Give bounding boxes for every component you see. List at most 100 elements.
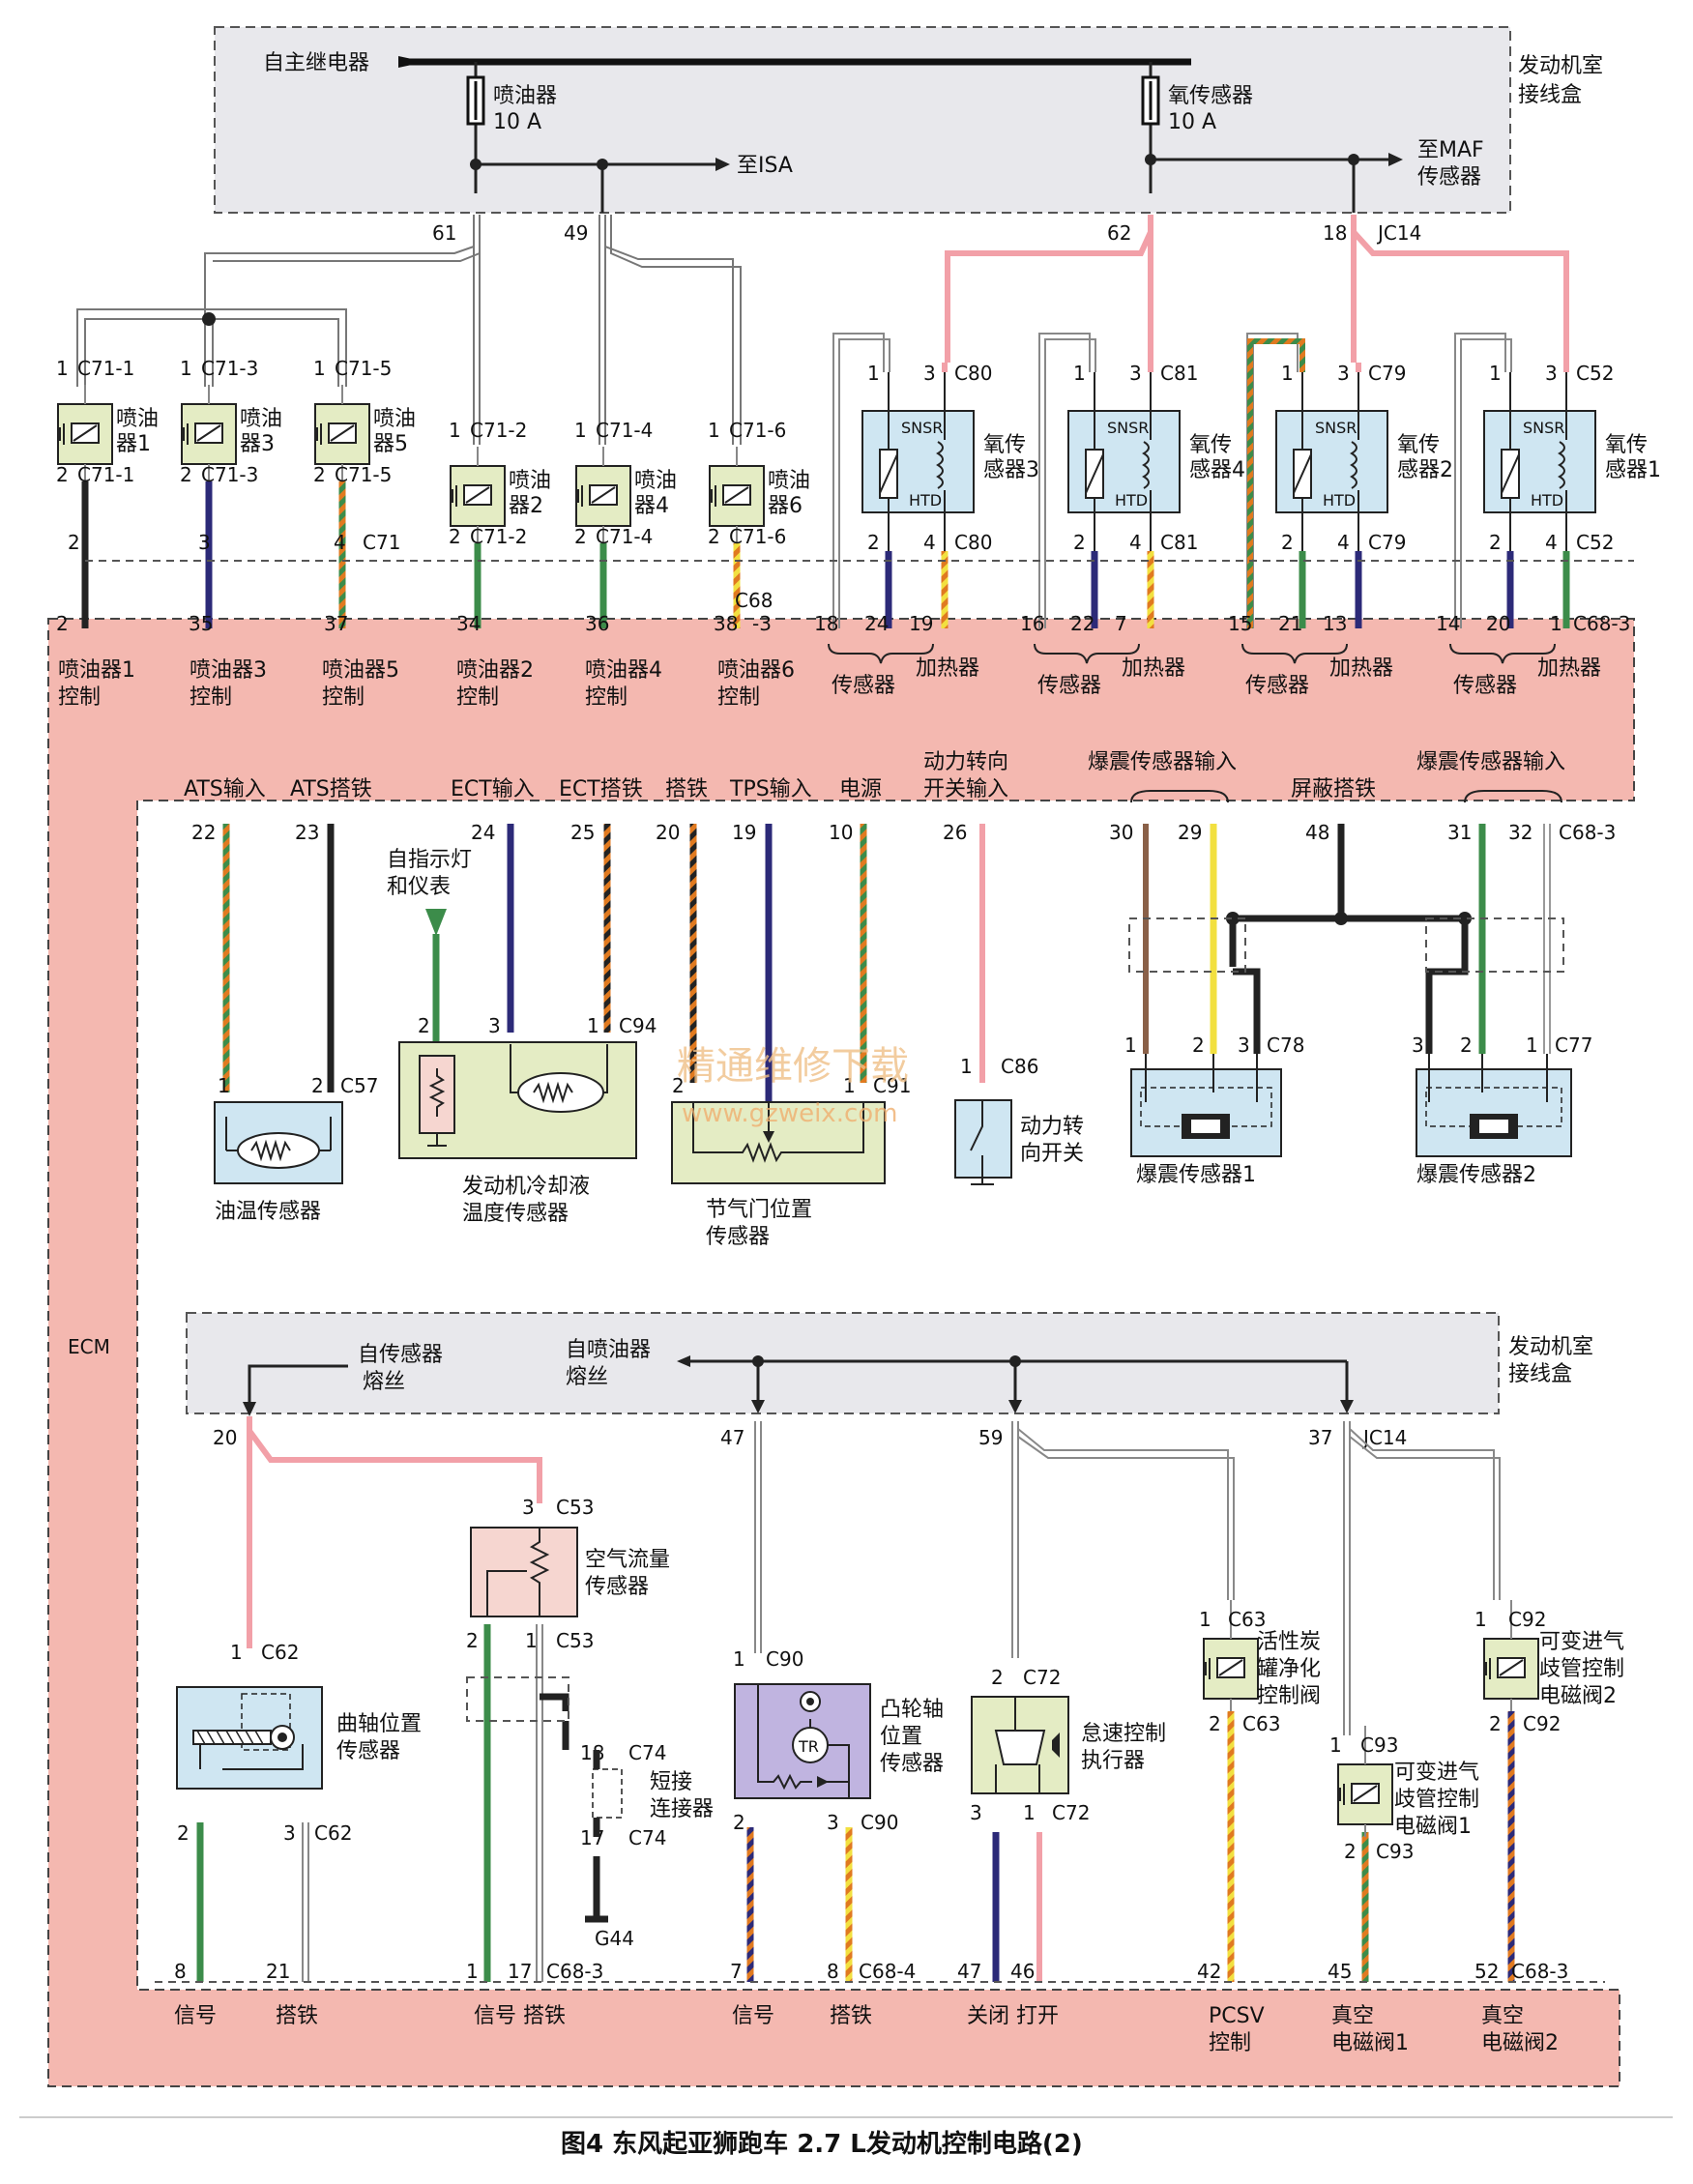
pcsv-pin-1: 1 (1199, 1608, 1211, 1631)
ecm-label-sensor: 传感器 (832, 674, 895, 698)
short-name-2: 连接器 (650, 1797, 714, 1821)
ect-pin-1: 1 (587, 1014, 599, 1037)
lbl-signal-gnd: 信号 搭铁 (474, 2004, 566, 2028)
inj-pin-2: 2 (313, 463, 326, 486)
o2-name-1: 氧传 (1397, 433, 1440, 457)
ecm-pin: 21 (266, 1960, 290, 1983)
vis1-pin-2: 2 (1344, 1840, 1357, 1863)
maf-name-2: 传感器 (585, 1575, 649, 1599)
ecm-pin: 22 (191, 821, 216, 844)
main-relay-label: 自主继电器 (263, 51, 369, 75)
figure-caption: 图4 东风起亚狮跑车 2.7 L发动机控制电路(2) (561, 2129, 1083, 2159)
ecm-label-ctl: 控制 (58, 685, 101, 710)
injector-feed-wires (76, 215, 742, 445)
maf-pin-3: 3 (522, 1496, 535, 1519)
maf-pin-1: 1 (525, 1629, 538, 1652)
ecm-pin: 48 (1305, 821, 1329, 844)
ecm-pin: 31 (1447, 821, 1472, 844)
inj-name-1: 喷油 (509, 469, 551, 493)
ecm-label-inj: 喷油器3 (190, 658, 267, 683)
to-isa-label: 至ISA (737, 154, 793, 178)
inj-conn-1: C71-1 (77, 357, 134, 380)
ecm-pin: 18 (814, 612, 838, 635)
inj-conn-1: C71-3 (201, 357, 258, 380)
o2-pin-4: 4 (923, 531, 936, 554)
tps-pin-1: 1 (843, 1074, 856, 1097)
ground-g44: G44 (595, 1927, 634, 1950)
o2-htd-label: HTD (1531, 491, 1563, 510)
vis2-solenoid (1483, 1600, 1539, 1711)
pin-61: 61 (432, 221, 456, 245)
top-box-title-1: 发动机室 (1518, 54, 1603, 78)
hdr-tps-in: TPS输入 (729, 777, 812, 801)
oil-pin-2: 2 (311, 1074, 324, 1097)
ecm-label-sensor: 传感器 (1453, 674, 1517, 698)
cmp-pin-2: 2 (733, 1811, 745, 1834)
o2-snsr-label: SNSR (1315, 419, 1357, 437)
ect-name-1: 发动机冷却液 (462, 1175, 590, 1199)
ecm-pin: 19 (732, 821, 756, 844)
o2-pin-4: 4 (1545, 531, 1558, 554)
vis2-name-1: 可变进气 (1539, 1630, 1624, 1654)
vis2-pin-1: 1 (1474, 1608, 1487, 1631)
fuse1-rating: 10 A (493, 110, 541, 134)
pcsv-conn-2: C63 (1242, 1712, 1280, 1735)
vis2-conn-2: C92 (1523, 1712, 1561, 1735)
o2-htd-label: HTD (909, 491, 942, 510)
bpin-20: 20 (213, 1426, 237, 1449)
lbl-pcsv-2: 控制 (1209, 2031, 1251, 2055)
maf-sensor (470, 1527, 578, 1617)
o2-conn-2: C81 (1160, 531, 1198, 554)
o2-name-1: 氧传 (983, 433, 1026, 457)
lbl-vac2-2: 电磁阀2 (1481, 2031, 1559, 2055)
o2-pin-3: 3 (1129, 362, 1142, 385)
watermark-url: www.gzweix.com (682, 1099, 898, 1128)
ecm-pin: 45 (1328, 1960, 1352, 1983)
ect-pin-2: 2 (418, 1014, 430, 1037)
arrow-left-icon (677, 1355, 690, 1367)
ecm-pin: 1 (466, 1960, 479, 1983)
hdr-gnd: 搭铁 (665, 777, 708, 801)
pcsv-name-2: 罐净化 (1257, 1657, 1321, 1681)
ecm-label-ctl: 控制 (585, 685, 628, 710)
ecm-label-ctl: 控制 (190, 685, 232, 710)
fuse-injector (466, 62, 485, 193)
ecm-pin: 17 (508, 1960, 532, 1983)
ecm-pin: C68-3 (1573, 612, 1630, 635)
ecm-label-ctl: 控制 (456, 685, 499, 710)
o2-conn-1: C52 (1576, 362, 1614, 385)
inj-conn-2: C71-6 (729, 525, 786, 548)
inj-name-2: 器3 (240, 432, 275, 456)
pcsv-conn-1: C63 (1228, 1608, 1266, 1631)
vis1-name-3: 电磁阀1 (1394, 1815, 1472, 1839)
o2-pin-3: 3 (1337, 362, 1350, 385)
inj-name-1: 喷油 (116, 407, 159, 431)
vis2-pin-2: 2 (1489, 1712, 1502, 1735)
tps-pin-2: 2 (672, 1074, 685, 1097)
ecm-label-inj: 喷油器1 (58, 658, 135, 683)
inj-pin-1: 1 (56, 357, 69, 380)
from-sensor-fuse-1: 自传感器 (358, 1343, 443, 1367)
vis2-name-3: 电磁阀2 (1539, 1684, 1617, 1708)
ecm-pin: 1 (1550, 612, 1562, 635)
ect-from-2: 和仪表 (387, 875, 451, 899)
ckp-name-2: 传感器 (336, 1739, 400, 1763)
ckp-pin-2: 2 (177, 1821, 190, 1845)
fuse2-name: 氧传感器 (1168, 84, 1253, 108)
lbl-signal-1: 信号 (174, 2004, 217, 2028)
pin-49: 49 (564, 221, 588, 245)
from-inj-fuse-1: 自喷油器 (566, 1338, 651, 1362)
isc-pin-1: 1 (1023, 1801, 1036, 1824)
oil-pin-1: 1 (218, 1074, 230, 1097)
k1-pin-3: 3 (1238, 1034, 1250, 1057)
bpin-37: 37 (1308, 1426, 1332, 1449)
pin-62: 62 (1107, 221, 1131, 245)
inj-extra-pin: C71 (363, 531, 400, 554)
knock-sensor-1 (1130, 1054, 1282, 1157)
isc-pin-2: 2 (991, 1666, 1004, 1689)
isc-pin-3: 3 (970, 1801, 982, 1824)
inj-name-1: 喷油 (373, 407, 416, 431)
injector-2 (181, 385, 237, 481)
lbl-close-open: 关闭 打开 (967, 2004, 1059, 2028)
